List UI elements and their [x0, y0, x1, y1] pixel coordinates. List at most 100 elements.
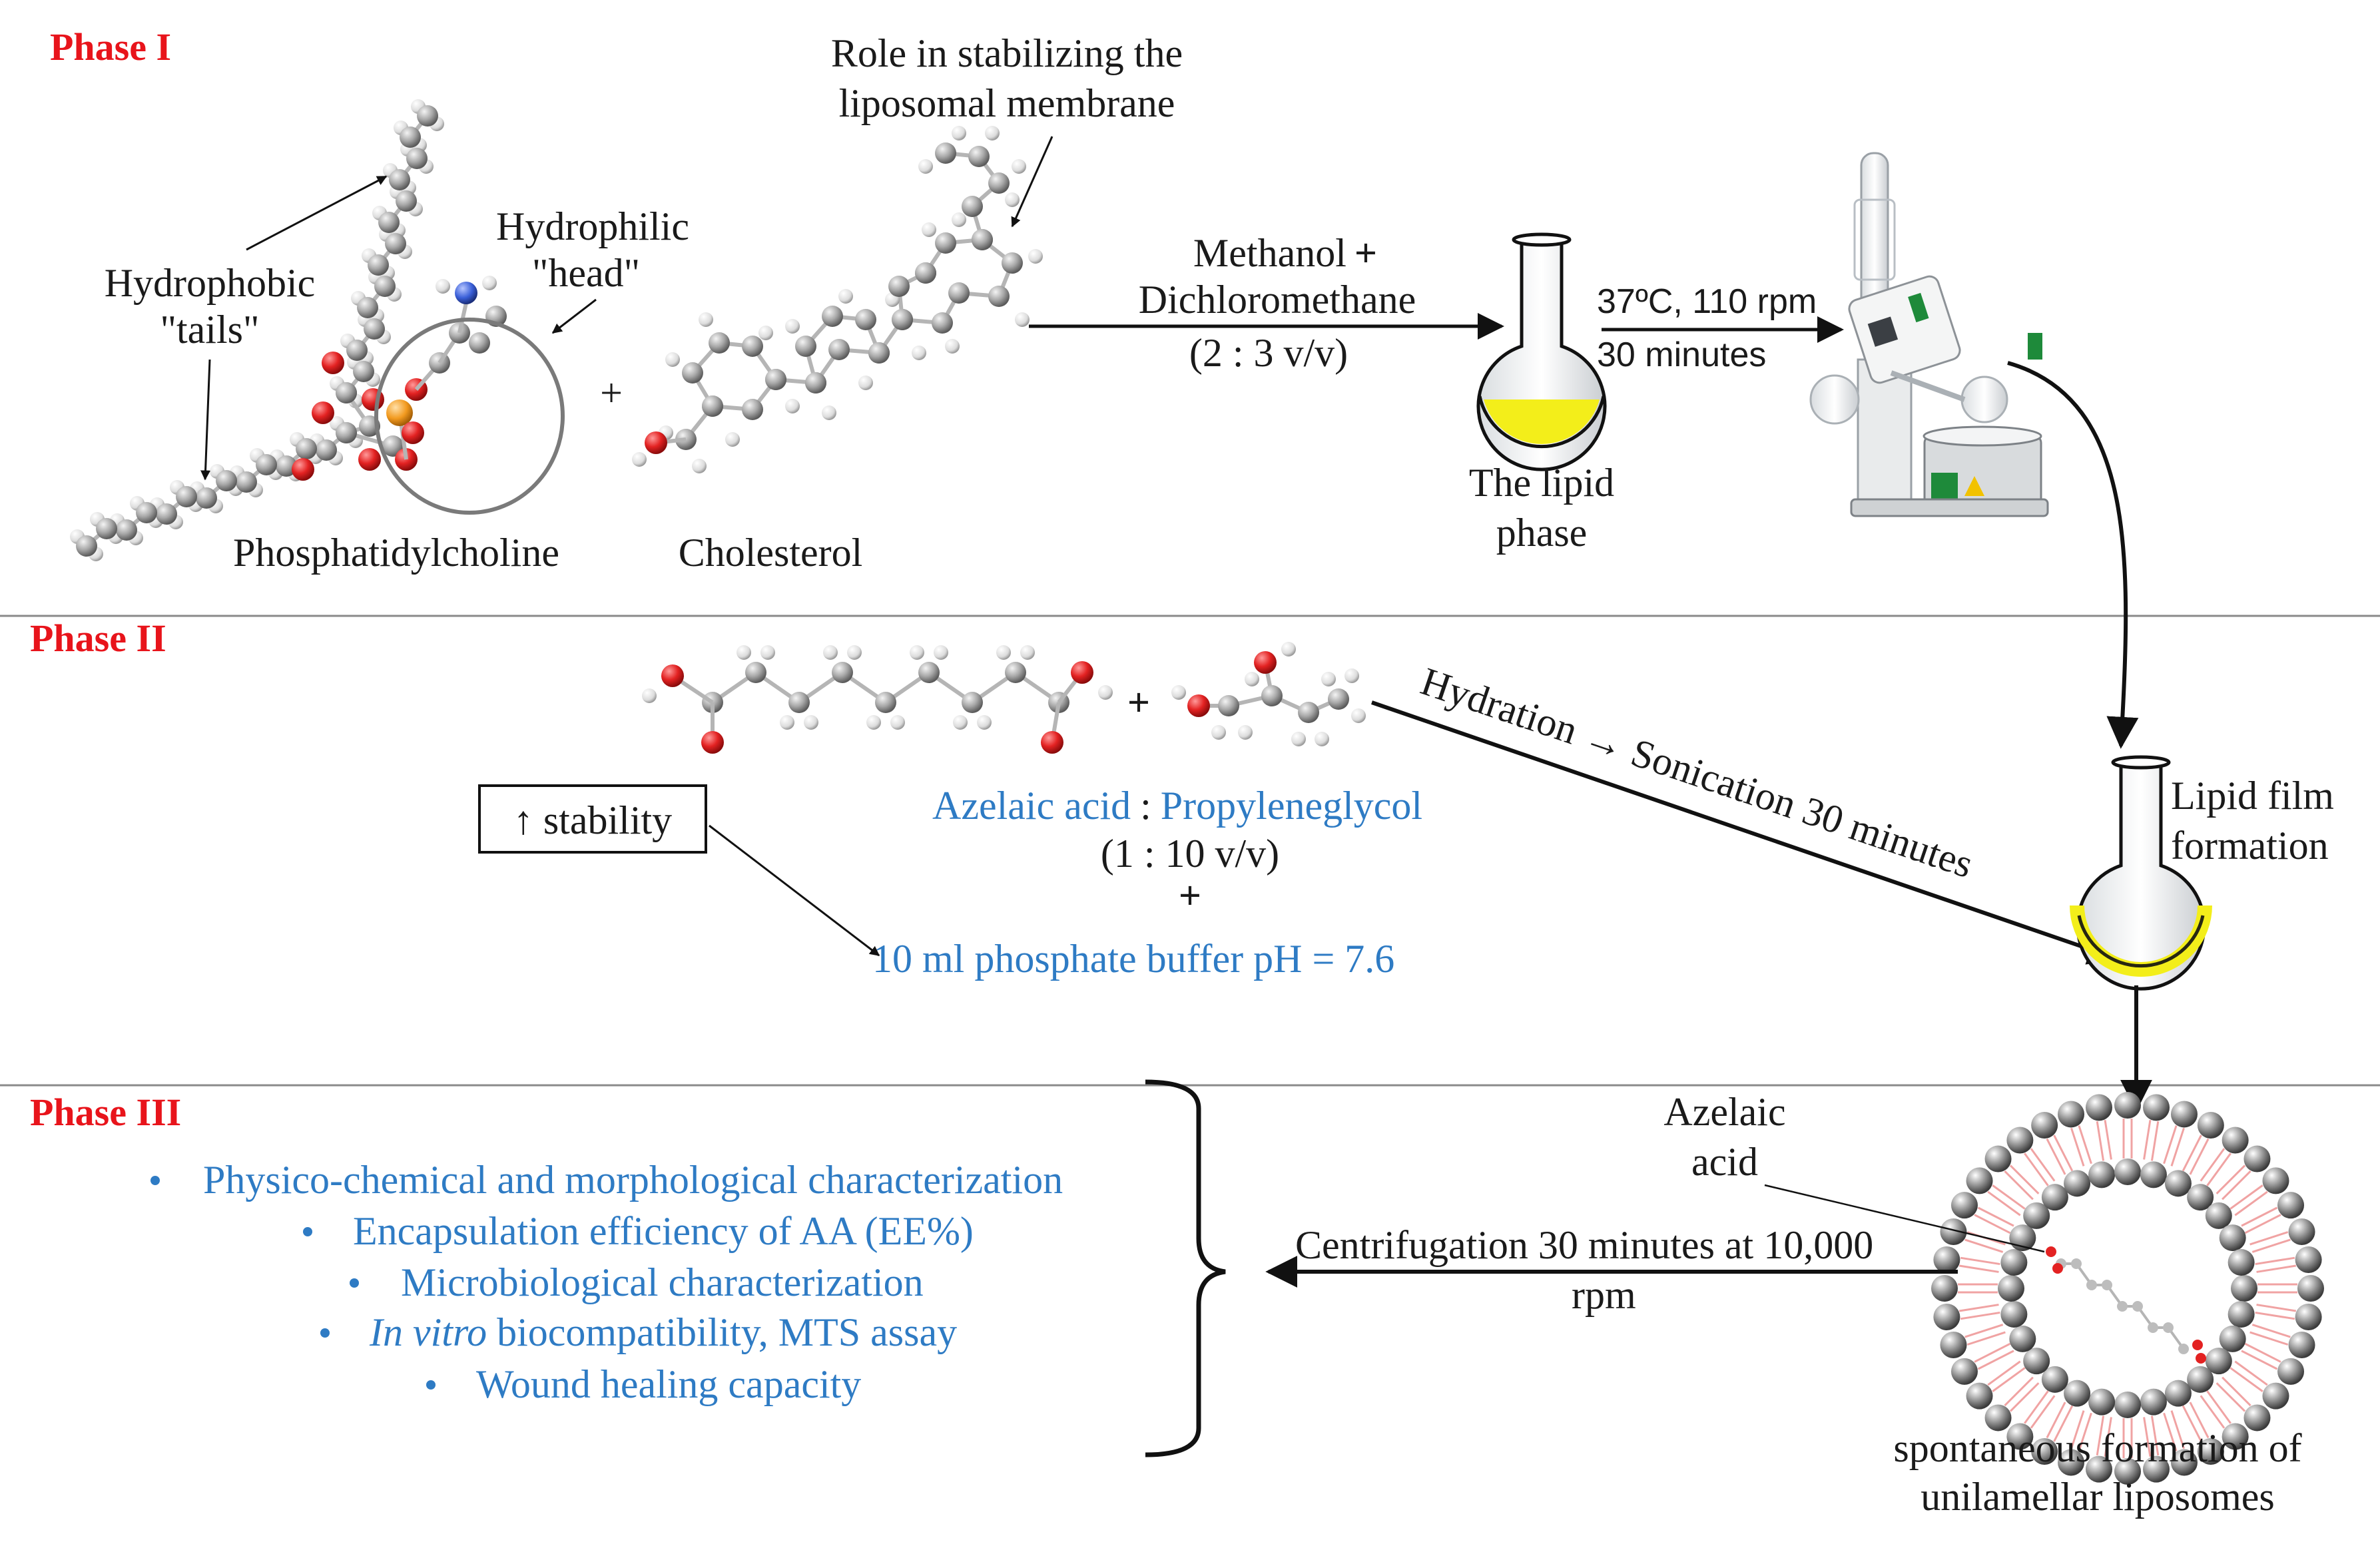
hydrogen-atom [725, 432, 740, 447]
carbon-atom [406, 148, 428, 169]
lipid-head [2164, 1170, 2192, 1197]
lipid-tail [2216, 1164, 2246, 1194]
oxygen-atom [701, 731, 724, 754]
lipid-head [2023, 1202, 2050, 1229]
carbon-atom [968, 146, 990, 167]
lipid-tail [2256, 1304, 2297, 1312]
liposome-label-line2: unilamellar liposomes [1921, 1475, 2275, 1519]
lipid-tail [2251, 1324, 2291, 1338]
carbon-atom [932, 312, 953, 334]
hydrogen-atom [1020, 645, 1035, 660]
hydrogen-atom [1344, 668, 1359, 683]
lipid-tail [2170, 1410, 2185, 1449]
hydrogen-atom [1321, 672, 1336, 686]
hydrogen-atom [977, 715, 992, 730]
lipid-head [1940, 1218, 1967, 1246]
lipid-tail [2024, 1153, 2049, 1186]
lipid-head [1933, 1304, 1960, 1331]
lipid-head [2205, 1348, 2232, 1375]
carbon-atom [832, 662, 853, 683]
lipid-head [2228, 1300, 2255, 1328]
lipid-tail [2255, 1311, 2295, 1320]
lipid-head [2288, 1331, 2315, 1358]
hydrogen-atom [934, 645, 948, 660]
hydrogen-atom [1315, 732, 1329, 746]
lipid-tail [2189, 1402, 2210, 1439]
lipid-tail [2046, 1138, 2066, 1175]
hydrophobic-label-line1: Hydrophobic [105, 261, 316, 305]
lipid-tail [2249, 1331, 2289, 1346]
lipid-tail [2004, 1376, 2034, 1407]
carbon-atom [742, 336, 763, 357]
hydrogen-atom [847, 645, 862, 660]
lipid-tail [2078, 1125, 2092, 1164]
lipid-tail [1964, 1324, 2004, 1338]
list-item-3: Microbiological characterization [401, 1260, 924, 1304]
lipid-tail [2143, 1119, 2152, 1160]
lipid-tail [1977, 1206, 2014, 1227]
phosphate-buffer-label: 10 ml phosphate buffer pH = 7.6 [872, 937, 1394, 981]
hydrophilic-head-circle [374, 318, 565, 515]
lipid-head [2006, 1423, 2034, 1450]
lipid-tail [2182, 1135, 2202, 1172]
carbon-atom [116, 519, 137, 541]
plus-sign-buffer: + [1179, 874, 1201, 917]
lipid-tail [2150, 1121, 2160, 1161]
lipid-phase-label-line2: phase [1496, 511, 1588, 555]
carbon-atom [702, 395, 723, 417]
carbon-atom [765, 369, 786, 390]
carbon-atom [822, 306, 843, 327]
lipid-head [2058, 1101, 2085, 1128]
lipid-tail [2078, 1412, 2092, 1451]
lipid-head [1984, 1145, 2012, 1172]
carbon-atom [2117, 1301, 2128, 1312]
solvent-label-line2: Dichloromethane [1139, 278, 1416, 322]
carbon-atom [988, 172, 1010, 194]
hydrogen-atom [918, 159, 933, 174]
lipid-head [2295, 1246, 2322, 1273]
carbon-atom [368, 254, 389, 276]
hydrogen-atom [1171, 685, 1186, 700]
hydrogen-atom [822, 405, 836, 420]
lipid-tail [2004, 1170, 2034, 1200]
hydrogen-atom [952, 126, 966, 140]
lipid-head [2114, 1392, 2141, 1418]
lipid-tail [2053, 1405, 2074, 1442]
lipid-tail [2009, 1164, 2040, 1194]
azelaic-annotation-line1: Azelaic [1663, 1090, 1785, 1134]
hydrogen-atom [436, 279, 450, 294]
cholesterol-molecule [632, 126, 1043, 473]
lipid-tail [2170, 1127, 2185, 1166]
hydrogen-atom [858, 376, 873, 390]
lipid-head [2170, 1101, 2198, 1128]
carbon-atom [156, 503, 177, 525]
lipid-tail [2200, 1395, 2226, 1429]
hydrophilic-label-line2: "head" [532, 251, 640, 295]
azelaic-ratio-label: (1 : 10 v/v) [1101, 832, 1279, 876]
lipid-tail [2206, 1390, 2231, 1424]
carbon-atom [1328, 688, 1349, 710]
lipid-head [2000, 1249, 2028, 1276]
lipid-head [2170, 1449, 2198, 1476]
lipid-head [1966, 1382, 1993, 1410]
carbon-atom [378, 212, 400, 233]
lipid-head [2243, 1145, 2271, 1172]
carbon-atom [364, 318, 385, 340]
lipid-head [2262, 1382, 2289, 1410]
lipid-head [2114, 1092, 2141, 1119]
carbon-atom [962, 692, 983, 713]
carbon-atom [875, 692, 896, 713]
hydrogen-atom [785, 319, 800, 334]
hydrogen-atom [945, 339, 960, 354]
carbon-atom [828, 339, 850, 360]
hydrogen-atom [1291, 732, 1306, 746]
solvent-ratio-label: (2 : 3 v/v) [1189, 331, 1348, 375]
hydrogen-atom [692, 459, 707, 473]
hydrophobic-pointer-arrow-down [200, 359, 211, 481]
lipid-head [2277, 1192, 2305, 1219]
azelaic-annotation-line2: acid [1691, 1140, 1758, 1184]
lipid-head [2031, 1438, 2058, 1465]
hydrogen-atom [1351, 708, 1366, 723]
